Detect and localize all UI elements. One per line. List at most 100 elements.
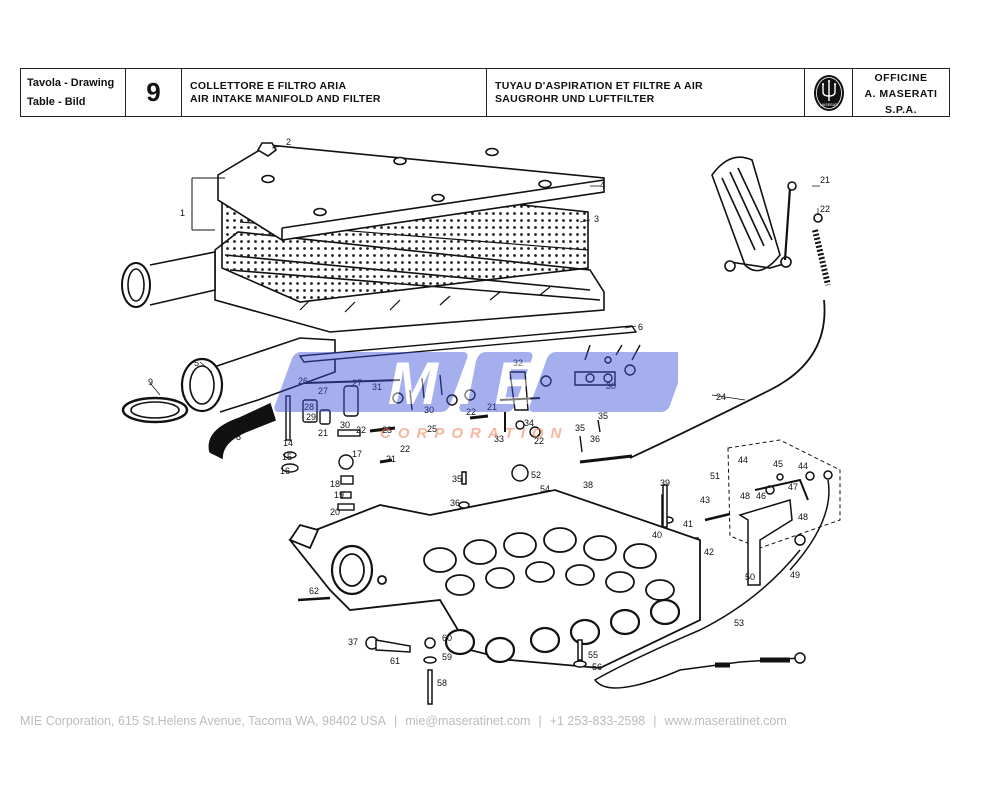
- intake-trumpet: [149, 251, 216, 306]
- callout-34: 34: [524, 418, 534, 428]
- footer-email-link[interactable]: mie@maseratinet.com: [405, 714, 531, 728]
- callout-5: 5: [194, 358, 199, 368]
- callout-21: 21: [386, 454, 396, 464]
- throttle-cable: [629, 299, 826, 459]
- callout-40: 40: [652, 530, 662, 540]
- callout-61: 61: [390, 656, 400, 666]
- footer-separator: |: [538, 714, 542, 728]
- callout-21: 21: [318, 428, 328, 438]
- callout-44: 44: [798, 461, 808, 471]
- callout-2: 2: [286, 137, 291, 147]
- lid-holes: [261, 147, 552, 217]
- title-english: AIR INTAKE MANIFOLD AND FILTER: [190, 93, 381, 105]
- callout-58: 58: [437, 678, 447, 688]
- company-line-1: OFFICINE: [874, 72, 928, 84]
- callout-30: 30: [424, 405, 434, 415]
- callout-48: 48: [798, 512, 808, 522]
- callout-18: 18: [330, 479, 340, 489]
- callout-55: 55: [588, 650, 598, 660]
- callout-45: 45: [773, 459, 783, 469]
- callout-60: 60: [442, 633, 452, 643]
- company-line-2: A. MASERATI: [864, 88, 938, 100]
- callout-8: 8: [236, 432, 241, 442]
- callout-39: 39: [660, 478, 670, 488]
- manifold-fittings: [297, 464, 668, 705]
- callout-19: 19: [334, 490, 344, 500]
- callout-35: 35: [575, 423, 585, 433]
- title-german: SAUGROHR UND LUFTFILTER: [495, 93, 655, 105]
- title-french: TUYAU D'ASPIRATION ET FILTRE A AIR: [495, 80, 703, 92]
- callout-50: 50: [745, 572, 755, 582]
- callout-52: 52: [531, 470, 541, 480]
- callout-31: 31: [372, 382, 382, 392]
- callout-9: 9: [148, 377, 153, 387]
- callout-22: 22: [356, 425, 366, 435]
- footer-phone: +1 253-833-2598: [549, 714, 646, 728]
- callout-3: 3: [594, 214, 599, 224]
- callout-1: 1: [180, 208, 185, 218]
- maserati-trident-logo-icon: MASERATI: [813, 74, 844, 111]
- callout-33: 33: [494, 434, 504, 444]
- callout-22: 22: [534, 436, 544, 446]
- title-italian: COLLETTORE E FILTRO ARIA: [190, 80, 347, 92]
- callout-41: 41: [683, 519, 693, 529]
- callout-48: 48: [740, 491, 750, 501]
- lower-right-linkage: [593, 439, 841, 689]
- table-number-cell: 9: [126, 69, 182, 116]
- callout-27: 27: [318, 386, 328, 396]
- callout-51: 51: [710, 471, 720, 481]
- wing-nut: [256, 142, 278, 157]
- callout-56: 56: [592, 662, 602, 672]
- callout-44: 44: [738, 455, 748, 465]
- callout-32: 32: [513, 358, 523, 368]
- drawing-label: Tavola - Drawing: [27, 77, 115, 89]
- callout-38: 38: [583, 480, 593, 490]
- table-label: Table - Bild: [27, 96, 86, 108]
- logo-cell: MASERATI: [805, 69, 853, 116]
- gasket: [298, 325, 638, 363]
- callout-numbers: 1234568914151617181920212121212222222222…: [148, 137, 830, 688]
- footer-contact-line: MIE Corporation, 615 St.Helens Avenue, T…: [20, 714, 980, 728]
- callout-28: 28: [304, 402, 314, 412]
- callout-4: 4: [600, 180, 605, 190]
- callout-21: 21: [820, 175, 830, 185]
- throttle-linkage-parts: [281, 344, 641, 511]
- callout-20: 20: [330, 507, 340, 517]
- logo-text: MASERATI: [819, 103, 837, 107]
- callout-29: 29: [306, 412, 316, 422]
- footer-company-address: MIE Corporation, 615 St.Helens Avenue, T…: [20, 714, 386, 728]
- callout-23: 23: [382, 425, 392, 435]
- drawing-label-cell: Tavola - Drawing Table - Bild: [21, 69, 126, 116]
- callout-21: 21: [487, 402, 497, 412]
- company-cell: OFFICINE A. MASERATI S.P.A.: [853, 69, 949, 116]
- title-block: Tavola - Drawing Table - Bild 9 COLLETTO…: [20, 68, 950, 117]
- title-fr-de-cell: TUYAU D'ASPIRATION ET FILTRE A AIR SAUGR…: [487, 69, 805, 116]
- callout-36: 36: [590, 434, 600, 444]
- callout-15: 15: [282, 452, 292, 462]
- table-number: 9: [146, 77, 161, 107]
- callout-49: 49: [790, 570, 800, 580]
- callout-17: 17: [352, 449, 362, 459]
- callout-62: 62: [309, 586, 319, 596]
- accelerator-pedal-assembly: [711, 156, 831, 286]
- callout-42: 42: [704, 547, 714, 557]
- callout-37: 37: [348, 637, 358, 647]
- callout-36: 36: [450, 498, 460, 508]
- intake-manifold: [288, 489, 701, 669]
- callout-22: 22: [466, 407, 476, 417]
- air-filter-assembly: [121, 142, 605, 333]
- footer-separator: |: [393, 714, 398, 728]
- callout-30: 30: [340, 420, 350, 430]
- callout-47: 47: [788, 482, 798, 492]
- callout-25: 25: [427, 424, 437, 434]
- callout-53: 53: [734, 618, 744, 628]
- callout-16: 16: [280, 466, 290, 476]
- callout-14: 14: [283, 438, 293, 448]
- callout-30: 30: [606, 381, 616, 391]
- callout-54: 54: [540, 484, 550, 494]
- footer-website-link[interactable]: www.maseratinet.com: [664, 714, 787, 728]
- title-it-en-cell: COLLETTORE E FILTRO ARIA AIR INTAKE MANI…: [182, 69, 487, 116]
- callout-26: 26: [298, 376, 308, 386]
- company-line-3: S.P.A.: [885, 104, 917, 116]
- callout-24: 24: [716, 392, 726, 402]
